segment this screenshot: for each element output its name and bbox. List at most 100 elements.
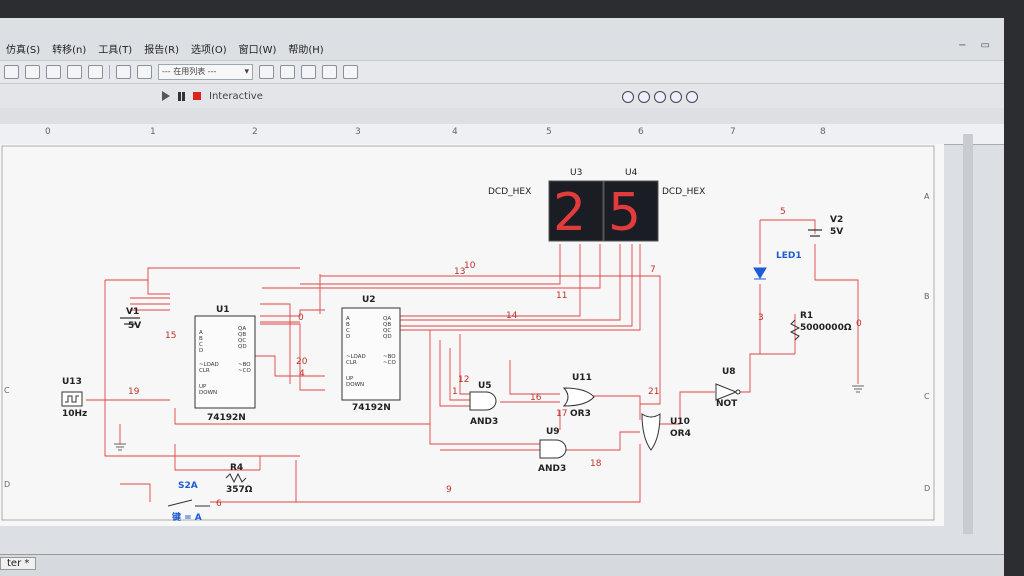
u5-and-gate[interactable]: U5 AND3 [469,381,498,427]
ladder-icon[interactable] [280,65,295,79]
u2-pin: QA [383,316,391,322]
menu-options[interactable]: 选项(O) [190,44,227,56]
simulation-mode-label[interactable]: Interactive [209,90,263,102]
menu-reports[interactable]: 报告(R) [144,44,179,56]
r1-resistor[interactable]: R1 5000000Ω [789,311,852,341]
ruler-label: C [4,386,10,395]
wire-icon[interactable] [116,65,131,79]
menu-help[interactable]: 帮助(H) [288,44,324,56]
u9-and-gate[interactable]: U9 AND3 [538,427,567,474]
net-label: 0 [298,313,304,323]
u2-ref: U2 [362,295,376,305]
zoom-page-icon[interactable] [670,91,682,103]
u1-pin: C [199,342,203,348]
ruler-label: 6 [638,127,644,137]
search-icon[interactable] [322,65,337,79]
export-icon[interactable] [88,65,103,79]
minimize-icon[interactable]: − [958,40,967,51]
u9-part: AND3 [538,464,566,474]
u1-pin: A [199,330,203,336]
restore-icon[interactable]: ▭ [980,40,990,51]
u8-not-gate[interactable]: U8 NOT [715,367,741,409]
wires [86,219,859,503]
ruler-label: D [4,480,11,489]
net-label: 16 [530,393,542,403]
help-icon[interactable] [343,65,358,79]
u1-ref: U1 [216,305,230,315]
table-icon[interactable] [46,65,61,79]
r4-ref: R4 [230,463,243,473]
u11-ref: U11 [572,373,592,383]
zoom-out-icon[interactable] [638,91,650,103]
schematic-canvas[interactable]: V1 5V U13 10Hz U1 74192N A B C D [0,144,944,526]
stop-icon[interactable] [193,92,201,100]
run-icon[interactable] [162,91,170,101]
u2-pin: QD [383,334,392,340]
tab-design[interactable]: ter * [0,557,37,570]
v2-ref: V2 [830,215,843,225]
u10-or-gate[interactable]: U10 OR4 [641,413,691,451]
net-label: 5 [780,207,786,217]
place-icon[interactable] [137,65,152,79]
ruler-label: B [924,292,930,301]
probe-icon[interactable] [259,65,274,79]
fullscreen-icon[interactable] [686,91,698,103]
net-label: 14 [506,311,518,321]
bus-icon[interactable] [25,65,40,79]
top-ruler: 0 1 2 3 4 5 6 7 8 [0,124,1004,145]
list-icon[interactable] [67,65,82,79]
component-icon[interactable] [301,65,316,79]
zoom-in-icon[interactable] [622,91,634,103]
u2-pin: CLR [346,360,357,366]
tab-bar [0,554,1004,576]
ruler-label: 2 [252,127,258,137]
u11-or-gate[interactable]: U11 OR3 [562,373,595,419]
u2-counter[interactable]: U2 74192N A B C D ~LOAD CLR UP DOWN QA Q… [341,295,401,413]
net-label: 10 [464,261,476,271]
schematic-diagram: V1 5V U13 10Hz U1 74192N A B C D [1,145,935,523]
net-label: 6 [216,499,222,509]
pause-icon[interactable] [178,91,185,101]
u4-display[interactable]: 5 U4 DCD_HEX [603,168,705,243]
menu-transfer[interactable]: 转移(n) [52,44,87,56]
r4-resistor[interactable]: R4 357Ω [225,463,253,495]
vertical-scrollbar[interactable] [963,134,973,534]
u2-part: 74192N [352,403,391,413]
u3-display[interactable]: 2 U3 DCD_HEX [488,168,604,243]
net-label: 1 [452,387,458,397]
v1-ref: V1 [126,307,139,317]
menu-simulate[interactable]: 仿真(S) [6,44,41,56]
u1-counter[interactable]: U1 74192N A B C D ~LOAD CLR UP DOWN QA Q… [194,305,256,423]
v1-value: 5V [128,321,141,331]
u1-part: 74192N [207,413,246,423]
grid-icon[interactable] [4,65,19,79]
u3-digit: 2 [553,183,586,243]
menu-bar: 仿真(S) 转移(n) 工具(T) 报告(R) 选项(O) 窗口(W) 帮助(H… [0,38,1004,58]
menu-window[interactable]: 窗口(W) [238,44,277,56]
u1-pin: UP [199,384,207,390]
window-controls: − ▭ [958,40,990,51]
r1-ref: R1 [800,311,813,321]
side-ruler: A B C D [920,144,940,524]
u1-pin: ~CO [238,368,251,374]
led1-ref: LED1 [776,251,802,261]
u1-pin: QB [238,332,246,338]
u2-pin: C [346,328,350,334]
net-label: 11 [556,291,567,301]
led1[interactable]: LED1 [753,251,802,280]
v2-source[interactable]: V2 5V [808,215,843,237]
v1-source[interactable]: V1 5V [120,307,141,331]
u1-pin: QC [238,338,246,344]
u13-freq: 10Hz [62,409,87,419]
toolbar-separator [109,65,110,79]
s2a-switch[interactable]: S2A 键 = A [167,481,210,523]
net-label: 19 [128,387,140,397]
zoom-area-icon[interactable] [654,91,666,103]
in-use-list-dropdown[interactable]: --- 在用列表 --- [158,64,253,80]
menu-tools[interactable]: 工具(T) [98,44,133,56]
simulation-toolbar [0,84,1004,108]
net-label: 12 [458,375,469,385]
u2-pin: ~CO [383,360,396,366]
net-label: 0 [856,319,862,329]
u13-clock[interactable]: U13 10Hz [61,377,87,419]
